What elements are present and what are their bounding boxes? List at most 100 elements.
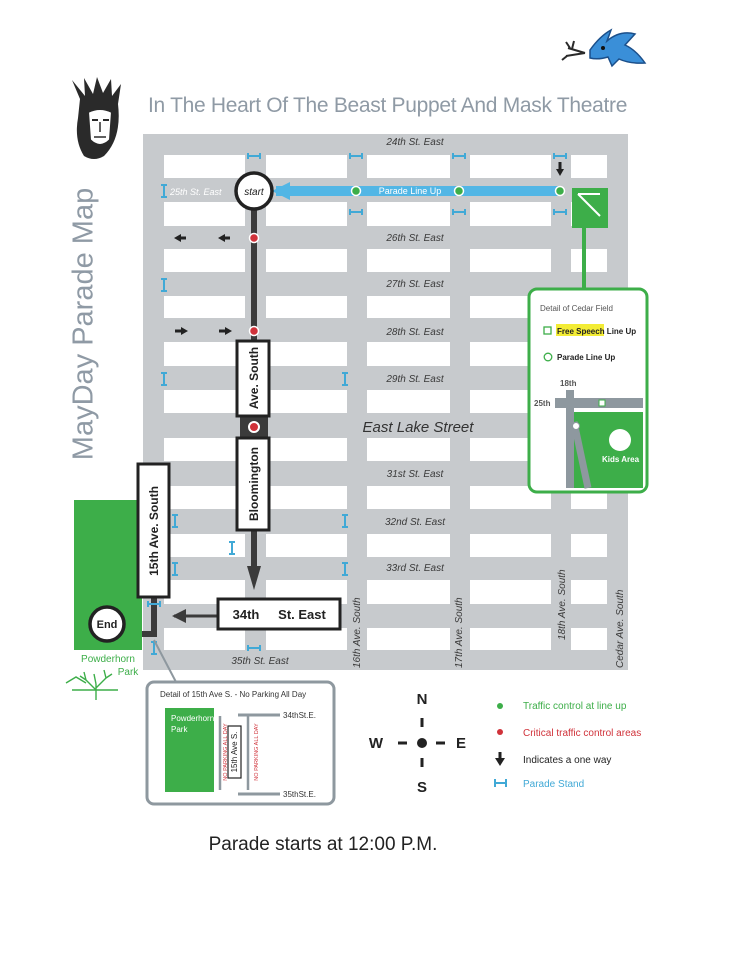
parade-stand-icon (553, 209, 567, 215)
street-label-32nd: 32nd St. East (385, 517, 446, 528)
parade-stand-icon (247, 153, 261, 159)
line-up-arrow (272, 182, 290, 200)
street-label-31st: 31st St. East (387, 469, 445, 480)
city-block (571, 249, 607, 272)
city-block (470, 628, 551, 650)
highlight (556, 324, 604, 336)
free-speech-square-icon (543, 326, 552, 335)
city-block (367, 438, 450, 461)
parade-stand-icon (172, 514, 178, 528)
critical-traffic-dot (248, 232, 260, 244)
cedar-detail-box: Detail of Cedar Field Free Speech Line U… (527, 287, 649, 494)
city-block (367, 296, 450, 318)
legend-stand-icon (494, 779, 507, 787)
one-way-right-icon (225, 327, 232, 335)
city-block (367, 155, 450, 178)
avenue-label-18th: 18th Ave. South (557, 569, 568, 640)
sign-bloomington-ave (235, 339, 271, 418)
traffic-control-dot (453, 185, 465, 197)
city-block (164, 390, 245, 413)
city-block (367, 342, 450, 366)
city-block (367, 486, 450, 509)
city-block (571, 628, 607, 650)
start-time-note: Parade starts at 12:00 P.M. (0, 834, 742, 856)
one-way-down-icon (556, 169, 564, 176)
city-block (266, 296, 347, 318)
parade-stand-icon (161, 278, 167, 292)
compass-center (417, 738, 427, 748)
cedar-field-paths (577, 193, 601, 217)
avenue-label-17th: 17th Ave. South (454, 597, 465, 668)
start-label: start (244, 187, 265, 198)
sign-bloomington (235, 436, 271, 532)
city-block (367, 202, 450, 226)
city-block (266, 628, 347, 650)
city-block (266, 534, 347, 557)
no-parking-right: NO PARKING ALL DAY (254, 723, 260, 781)
legend-red-dot-icon (497, 729, 503, 735)
ave15-detail-title: Detail of 15th Ave S. - No Parking All D… (160, 690, 306, 699)
parade-stand-icon (247, 645, 261, 651)
city-block (367, 580, 450, 604)
parade-stand-icon (161, 184, 167, 198)
city-block (470, 534, 551, 557)
street-label-26th: 26th St. East (385, 233, 444, 244)
one-way-right-icon (181, 327, 188, 335)
street-grid (143, 134, 628, 670)
parade-stand-icon (553, 153, 567, 159)
street-label-33rd: 33rd St. East (386, 563, 445, 574)
city-block (164, 438, 245, 461)
compass-w: W (369, 735, 384, 752)
city-block (164, 342, 245, 366)
compass-n: N (417, 691, 428, 708)
city-block (367, 249, 450, 272)
legend-label-0: Traffic control at line up (523, 701, 627, 712)
route-arrow-down (247, 566, 261, 590)
page-title: In The Heart Of The Beast Puppet And Mas… (148, 94, 628, 117)
sign-bloomington-text: Bloomington (247, 447, 261, 521)
city-block (164, 202, 245, 226)
city-block (266, 155, 347, 178)
city-block (164, 486, 245, 509)
park-label-1: Powderhorn (81, 654, 135, 665)
avenue-label-cedar: Cedar Ave. South (615, 589, 626, 668)
street-label-24th: 24th St. East (385, 137, 444, 148)
start-time-text: Parade starts at 12:00 P.M. (208, 834, 438, 855)
sign-bloomington-ave-text: Ave. South (247, 347, 261, 409)
city-block (266, 486, 347, 509)
city-block (367, 534, 450, 557)
critical-traffic-dot (248, 421, 260, 433)
city-block (367, 390, 450, 413)
parade-stand-icon (342, 372, 348, 386)
cedar-detail-18th: 18th (560, 379, 577, 388)
city-block (470, 486, 551, 509)
city-block (571, 534, 607, 557)
city-block (164, 249, 245, 272)
parade-stand-icon (349, 209, 363, 215)
cedar-detail-title: Detail of Cedar Field (540, 304, 613, 313)
city-block (266, 202, 347, 226)
ave15-detail-ave: 15th Ave S. (230, 732, 239, 773)
parade-stand-icon (229, 541, 235, 555)
ave15-detail-park1: Powderhorn (171, 714, 214, 723)
route-arrow-left (172, 609, 186, 623)
legend-down-arrow-icon (495, 752, 505, 766)
puppet-hand-logo (72, 77, 121, 159)
legend-label-1: Critical traffic control areas (523, 728, 641, 739)
free-speech-label: Free Speech Line Up (557, 327, 636, 336)
legend-label-2: Indicates a one way (523, 755, 611, 766)
parade-stand-icon (161, 372, 167, 386)
sign-34th-st (216, 597, 342, 631)
city-block (266, 249, 347, 272)
start-marker (234, 171, 274, 211)
parade-stand-icon (452, 153, 466, 159)
park-label-2: Park (118, 667, 140, 678)
parade-line-label: Parade Line Up (557, 353, 615, 362)
street-label-28th: 28th St. East (385, 327, 444, 338)
city-block (164, 534, 245, 557)
sign-34th-text: 34th (233, 607, 260, 622)
critical-traffic-dot (248, 325, 260, 337)
city-block (164, 296, 245, 318)
legend: Traffic control at line up Critical traf… (494, 701, 641, 790)
